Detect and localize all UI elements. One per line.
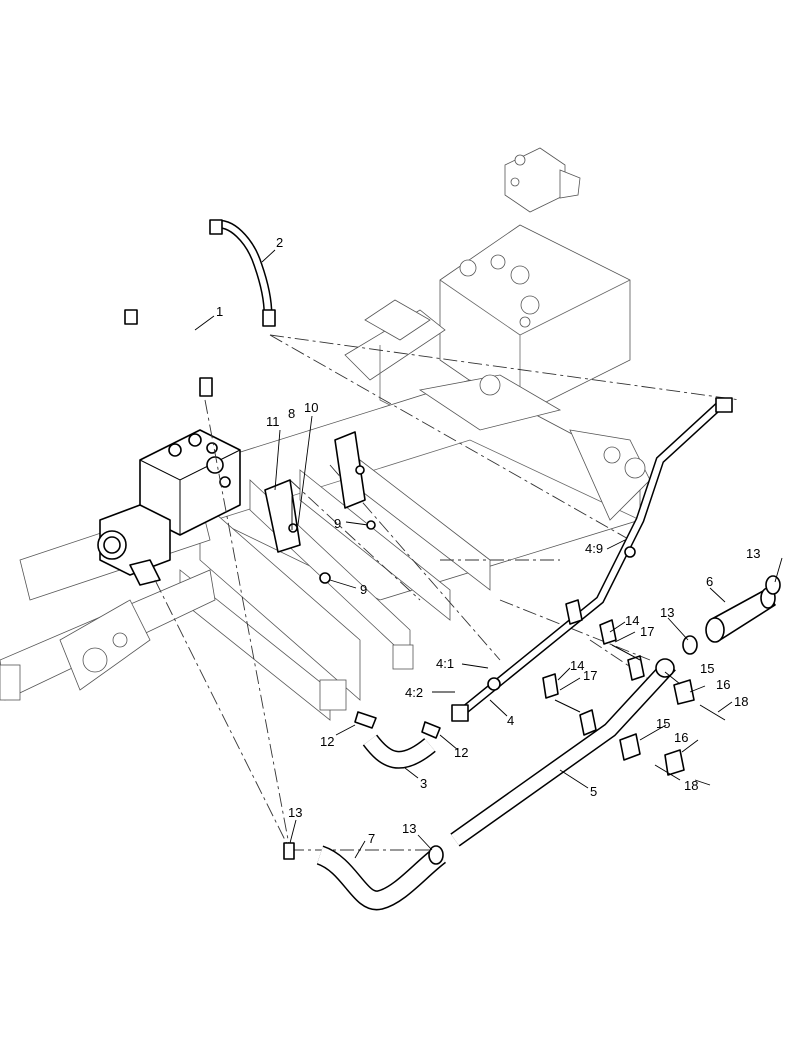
callout-11: 11 xyxy=(266,414,280,429)
callout-1: 1 xyxy=(216,304,223,319)
callout-18a: 18 xyxy=(734,694,748,709)
callout-14b: 14 xyxy=(570,658,584,673)
callout-9a: 9 xyxy=(334,516,341,531)
hose-3 xyxy=(362,734,436,769)
ghosted-frame xyxy=(0,147,651,721)
callout-15b: 15 xyxy=(656,716,670,731)
callout-7: 7 xyxy=(368,831,375,846)
callout-18b: 18 xyxy=(684,778,698,793)
filter-6 xyxy=(705,587,776,643)
hose-1 xyxy=(124,305,213,397)
callout-8: 8 xyxy=(288,406,295,421)
callouts: 1 2 3 4 4:1 4:2 4:9 5 6 7 8 9 9 10 11 12… xyxy=(216,235,760,846)
callout-13c: 13 xyxy=(660,605,674,620)
callout-15a: 15 xyxy=(700,661,714,676)
callout-13b: 13 xyxy=(402,821,416,836)
callout-13a: 13 xyxy=(288,805,302,820)
callout-16b: 16 xyxy=(674,730,688,745)
clamp-13 xyxy=(283,575,781,865)
fitting-12 xyxy=(354,711,441,739)
hose-7 xyxy=(315,845,447,911)
callout-13d: 13 xyxy=(746,546,760,561)
callout-14a: 14 xyxy=(625,613,639,628)
bolt-9 xyxy=(319,520,376,584)
callout-12b: 12 xyxy=(454,745,468,760)
callout-4-9: 4:9 xyxy=(585,541,603,556)
callout-9b: 9 xyxy=(360,582,367,597)
callout-10: 10 xyxy=(304,400,318,415)
tube-4 xyxy=(451,397,733,722)
callout-6: 6 xyxy=(706,574,713,589)
callout-4: 4 xyxy=(507,713,514,728)
callout-3: 3 xyxy=(420,776,427,791)
bolts-17-18 xyxy=(554,644,726,781)
leader-lines xyxy=(194,249,783,859)
callout-17b: 17 xyxy=(583,668,597,683)
clamp-set xyxy=(542,599,695,776)
callout-5: 5 xyxy=(590,784,597,799)
callout-2: 2 xyxy=(276,235,283,250)
callout-16a: 16 xyxy=(716,677,730,692)
callout-4-1: 4:1 xyxy=(436,656,454,671)
callout-17a: 17 xyxy=(640,624,654,639)
bracket-8 xyxy=(264,431,366,553)
callout-12a: 12 xyxy=(320,734,334,749)
tube-5 xyxy=(450,658,676,847)
callout-4-2: 4:2 xyxy=(405,685,423,700)
hose-2 xyxy=(209,219,276,327)
